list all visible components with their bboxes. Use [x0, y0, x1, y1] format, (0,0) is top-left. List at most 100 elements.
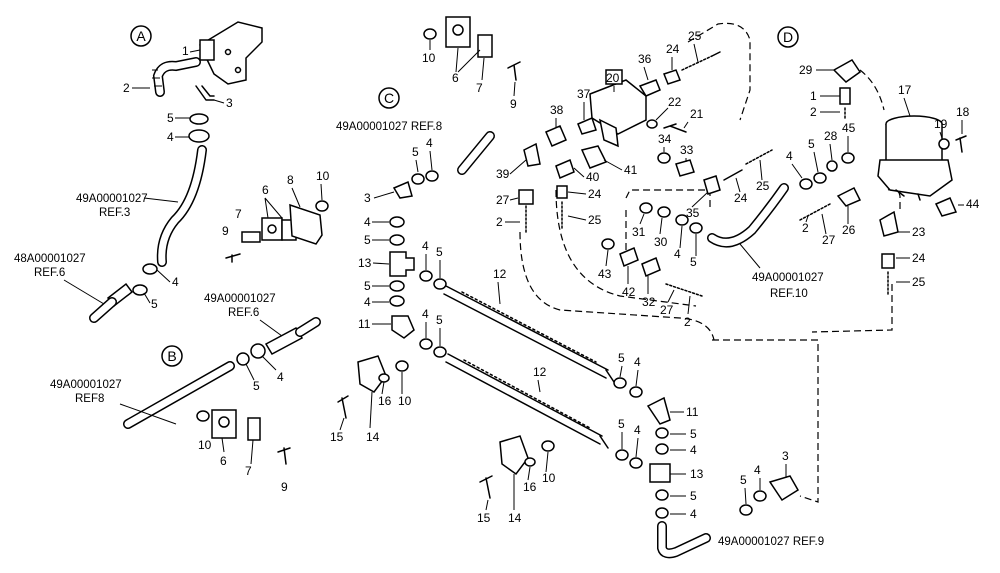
svg-text:38: 38	[550, 103, 564, 117]
svg-text:37: 37	[577, 87, 591, 101]
spring-upper-12	[443, 285, 615, 383]
svg-text:20: 20	[606, 71, 620, 85]
svg-text:1: 1	[810, 89, 817, 103]
svg-text:12: 12	[493, 267, 507, 281]
fitting-27-a	[518, 189, 534, 205]
svg-text:12: 12	[533, 365, 547, 379]
svg-text:5: 5	[690, 427, 697, 441]
svg-text:27: 27	[660, 303, 674, 317]
plate-7-c	[477, 34, 493, 58]
svg-text:32: 32	[642, 295, 656, 309]
svg-text:17: 17	[898, 83, 912, 97]
svg-text:36: 36	[638, 52, 652, 66]
svg-text:13: 13	[690, 467, 704, 481]
svg-text:22: 22	[668, 95, 682, 109]
fitting-44	[934, 197, 958, 217]
svg-text:18: 18	[956, 105, 970, 119]
fitting-1-d	[839, 87, 851, 105]
svg-text:10: 10	[316, 169, 330, 183]
clamp-14-c	[357, 355, 387, 393]
elbow-39	[523, 142, 541, 167]
svg-text:2: 2	[684, 315, 691, 329]
svg-text:44: 44	[966, 197, 980, 211]
svg-text:49A00001027: 49A00001027	[76, 193, 148, 205]
fitting-37	[577, 116, 597, 135]
section-b-assembly	[123, 317, 321, 465]
section-c-assembly	[337, 16, 521, 419]
svg-text:33: 33	[680, 143, 694, 157]
fitting-26	[836, 186, 862, 207]
spring-callouts: 12 12	[493, 267, 547, 393]
svg-text:5: 5	[690, 255, 697, 269]
section-label-d: D	[777, 26, 799, 48]
svg-text:8: 8	[287, 173, 294, 187]
routing-dashed-lines	[519, 22, 901, 503]
ref-label-c-8: 49A00001027 REF.8	[336, 121, 442, 133]
svg-text:4: 4	[426, 136, 433, 150]
svg-text:REF.3: REF.3	[99, 207, 130, 219]
ref-label-b-8: 49A00001027 REF8	[50, 379, 177, 425]
svg-text:24: 24	[734, 191, 748, 205]
svg-text:4: 4	[634, 423, 641, 437]
section-label-c: C	[378, 87, 400, 109]
svg-text:2: 2	[802, 221, 809, 235]
svg-text:4: 4	[634, 355, 641, 369]
clamp-6-b	[211, 409, 237, 439]
ref-label-d-10: 49A00001027 REF.10	[739, 243, 824, 300]
svg-text:4: 4	[422, 307, 429, 321]
nut-10-a	[315, 200, 329, 212]
svg-text:29: 29	[799, 63, 813, 77]
washer-4-a	[188, 129, 210, 143]
svg-text:26: 26	[842, 223, 856, 237]
section-c-callouts: 10 6 7 9 5 4 3 4 5 13 5 4 11 4 5 4 5 15	[330, 40, 517, 444]
svg-text:5: 5	[740, 473, 747, 487]
svg-text:4: 4	[422, 239, 429, 253]
plate-7-a	[241, 231, 261, 243]
svg-text:REF8: REF8	[75, 393, 104, 405]
svg-text:14: 14	[508, 511, 522, 525]
svg-text:6: 6	[220, 454, 227, 468]
ref-label-b-6: 49A00001027 REF.6	[204, 293, 283, 337]
svg-text:4: 4	[167, 130, 174, 144]
fitting-32	[641, 256, 661, 278]
svg-text:30: 30	[654, 235, 668, 249]
svg-text:9: 9	[510, 97, 517, 111]
svg-text:5: 5	[808, 137, 815, 151]
svg-text:4: 4	[364, 295, 371, 309]
bolt-9-c	[507, 61, 521, 81]
svg-text:REF.6: REF.6	[34, 267, 65, 279]
svg-text:2: 2	[496, 215, 503, 229]
svg-text:1: 1	[182, 44, 189, 58]
svg-text:2: 2	[123, 81, 130, 95]
svg-text:34: 34	[658, 132, 672, 146]
fitting-41	[580, 145, 608, 169]
svg-text:28: 28	[824, 129, 838, 143]
svg-text:4: 4	[172, 275, 179, 289]
svg-text:5: 5	[253, 379, 260, 393]
svg-text:39: 39	[496, 167, 510, 181]
section-b-callouts: 5 4 10 6 7 9	[198, 355, 288, 494]
svg-text:16: 16	[378, 394, 392, 408]
section-label-a: A	[130, 25, 152, 47]
svg-text:6: 6	[452, 71, 459, 85]
svg-text:4: 4	[690, 507, 697, 521]
svg-text:11: 11	[686, 405, 699, 419]
bolt-9-b	[277, 447, 291, 465]
svg-text:25: 25	[588, 213, 602, 227]
svg-text:7: 7	[235, 207, 242, 221]
svg-text:10: 10	[422, 51, 436, 65]
clamp-6-c	[445, 16, 471, 48]
svg-text:B: B	[167, 348, 176, 364]
clamp-6-a	[261, 217, 283, 241]
nut-10-c	[423, 28, 437, 40]
svg-text:5: 5	[412, 145, 419, 159]
svg-text:24: 24	[588, 187, 602, 201]
spring-lower-12	[445, 353, 609, 449]
svg-text:5: 5	[690, 489, 697, 503]
svg-text:19: 19	[934, 117, 948, 131]
section-d-callouts: 20 36 24 25 22 21 37 38 39 27 2 40 41 24…	[496, 29, 980, 329]
svg-text:4: 4	[277, 370, 284, 384]
tee-3-right	[768, 475, 800, 502]
svg-text:REF.10: REF.10	[770, 288, 808, 300]
lower-callouts: 5 4 11 5 4 13 5 4 5 4 15 14 16 10 3 4 5	[477, 351, 789, 525]
